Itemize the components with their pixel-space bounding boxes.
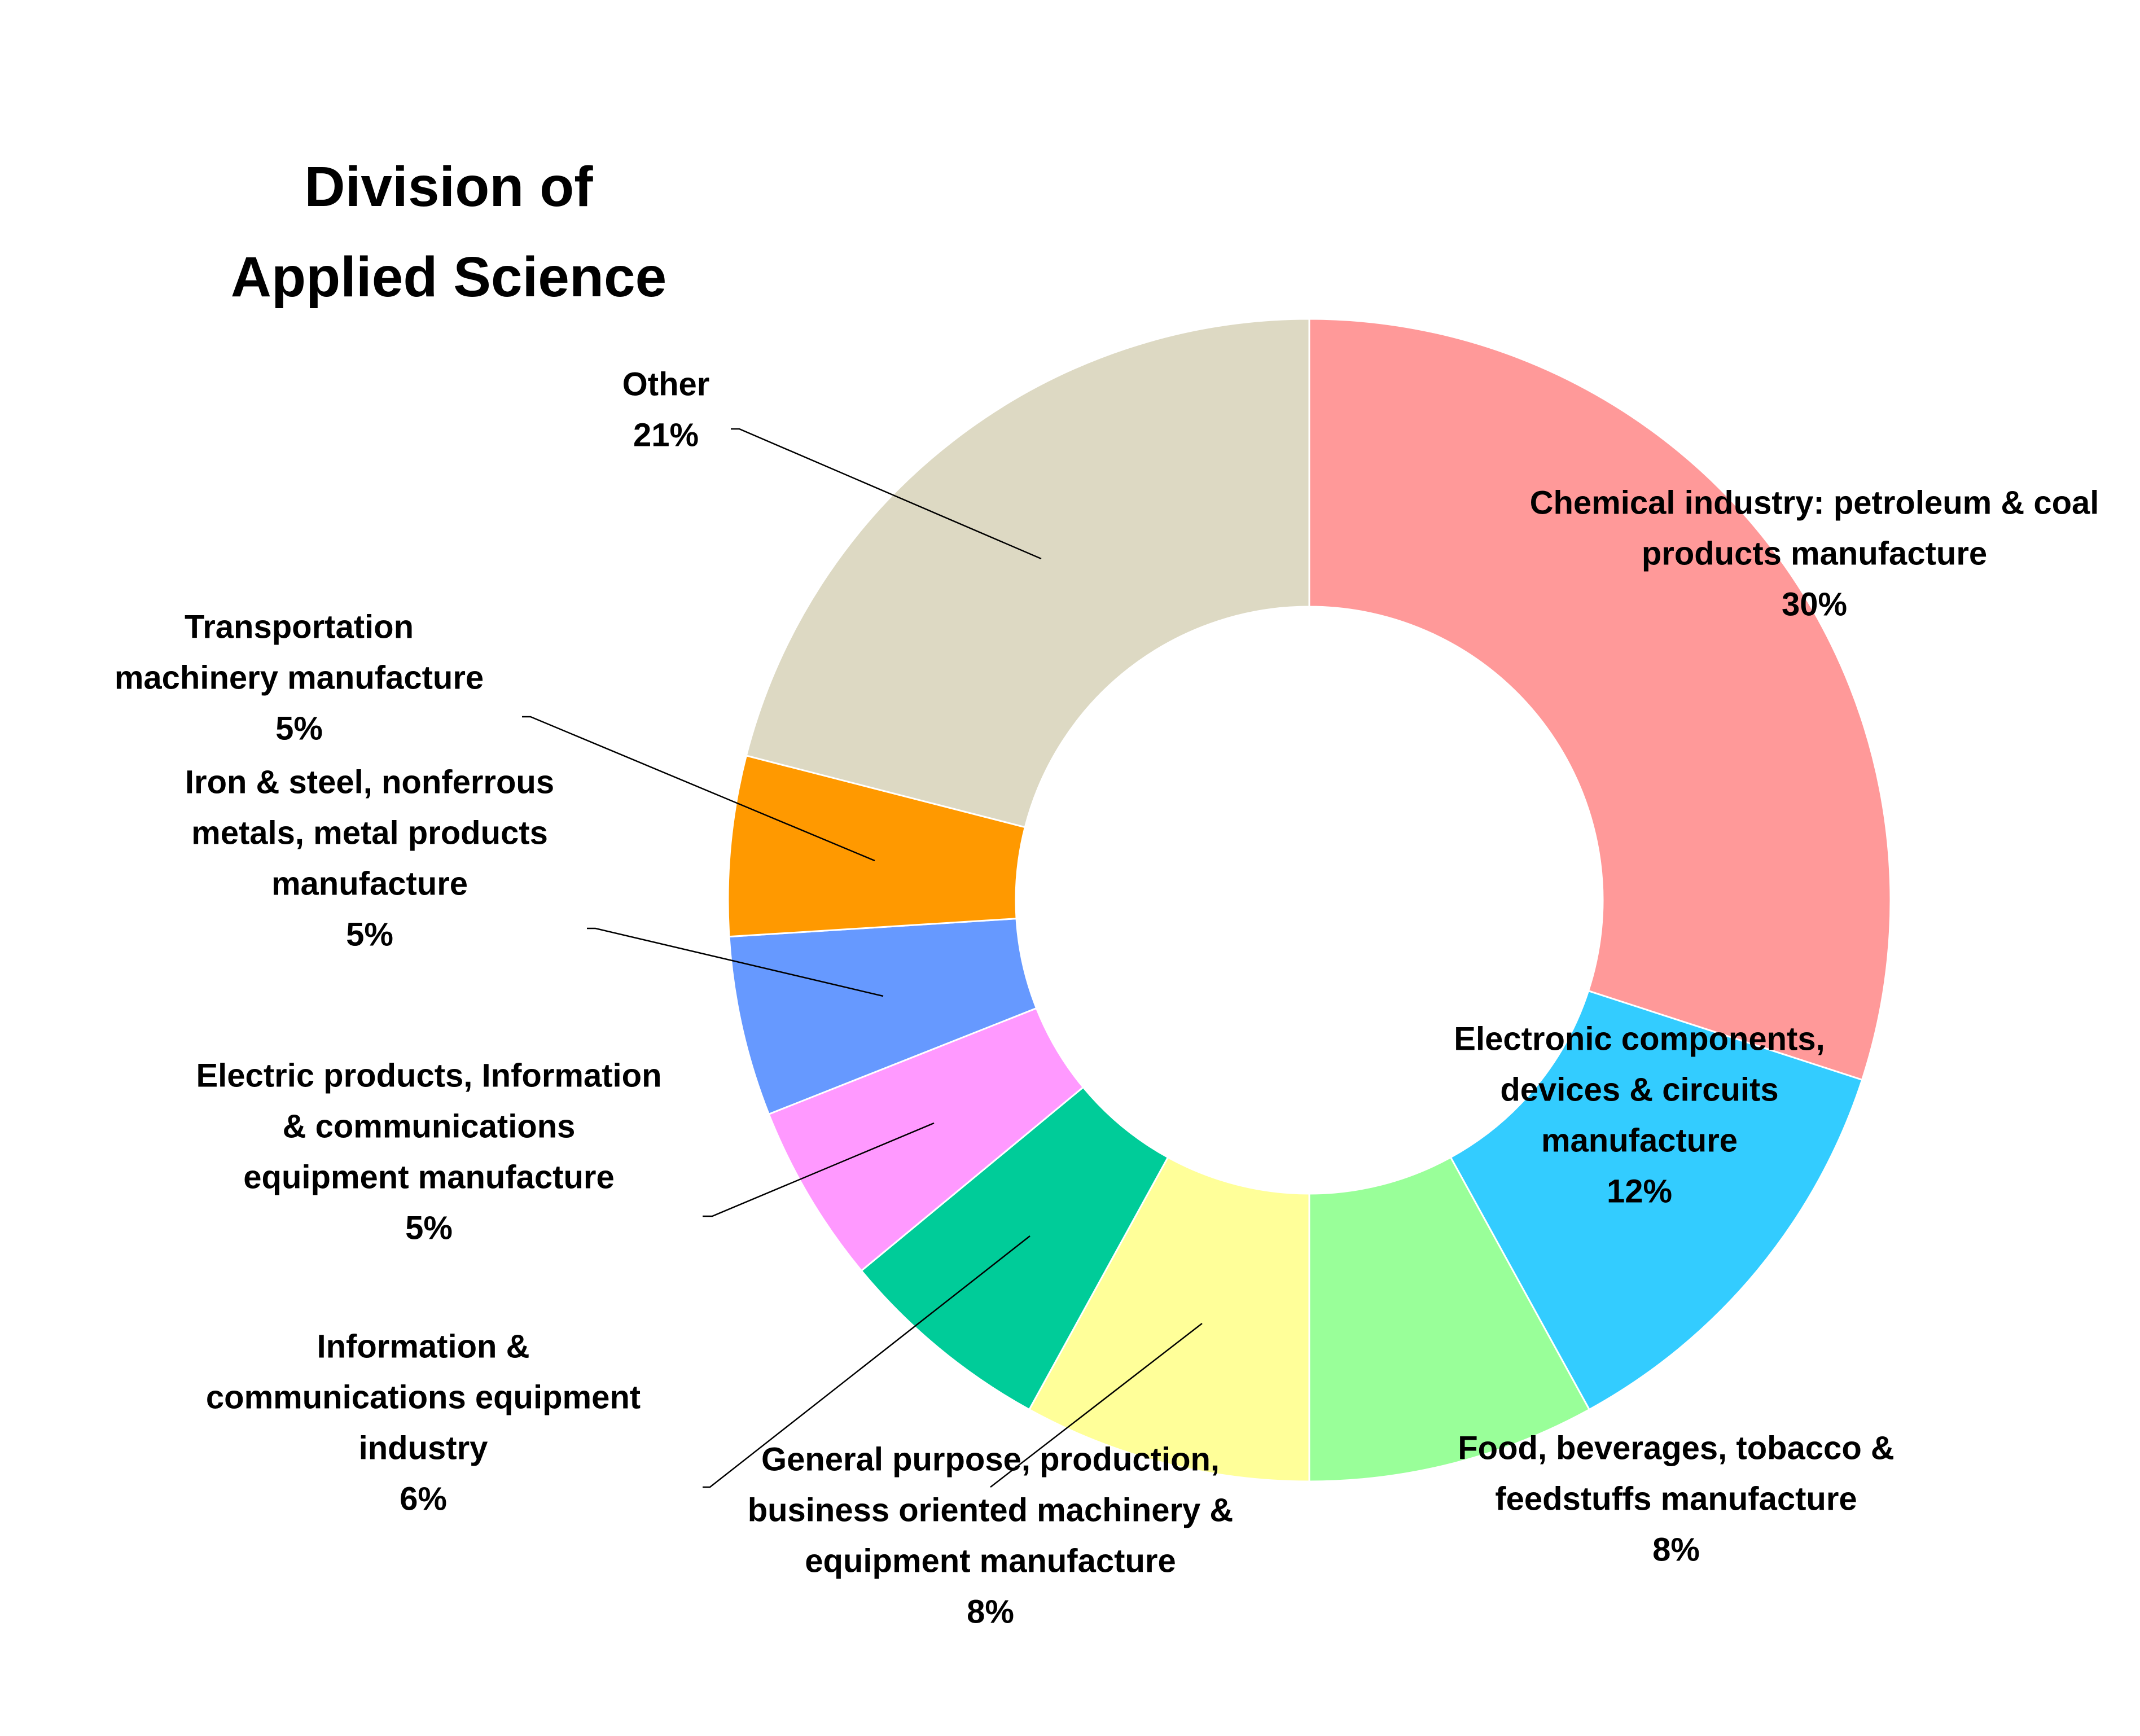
- slice-category-label: industry: [359, 1430, 488, 1466]
- chart-title: Division of Applied Science: [231, 155, 666, 309]
- donut-slice: [1449, 989, 1863, 1411]
- slice-category-label: General purpose, production,: [761, 1441, 1220, 1478]
- slice-value-label: 8%: [1652, 1531, 1700, 1568]
- slice-category-label: manufacture: [1541, 1122, 1738, 1159]
- slice-category-label: Iron & steel, nonferrous: [185, 764, 554, 800]
- slice-category-label: equipment manufacture: [243, 1159, 614, 1195]
- slice-category-label: & communications: [283, 1108, 576, 1145]
- slice-value-label: 8%: [967, 1593, 1014, 1630]
- slice-category-label: devices & circuits: [1500, 1071, 1778, 1108]
- leader-line: [522, 716, 875, 862]
- slice-category-label: metals, metal products: [191, 814, 548, 851]
- leader-line: [990, 1323, 1203, 1488]
- chart-leader-lines: [522, 428, 1203, 1488]
- donut-slice: [1028, 1156, 1310, 1483]
- chart-title-line: Applied Science: [231, 246, 666, 309]
- slice-category-label: machinery manufacture: [115, 659, 484, 696]
- slice-category-label: Food, beverages, tobacco &: [1458, 1430, 1895, 1466]
- slice-value-label: 5%: [346, 916, 393, 953]
- chart-title-line: Division of: [304, 155, 593, 218]
- leader-line: [703, 1122, 935, 1217]
- slice-value-label: 5%: [405, 1209, 453, 1246]
- donut-slice: [1308, 318, 1892, 1081]
- slice-value-label: 12%: [1607, 1173, 1672, 1209]
- leader-line: [703, 1235, 1030, 1488]
- slice-category-label: equipment manufacture: [805, 1542, 1176, 1579]
- leader-line: [587, 927, 884, 997]
- chart-labels: Chemical industry: petroleum & coal produ…: [115, 366, 2099, 1630]
- slice-category-label: Electric products, Information: [196, 1057, 662, 1094]
- donut-slice: [1308, 1156, 1591, 1483]
- slice-value-label: 6%: [400, 1480, 447, 1517]
- slice-category-label: Electronic components,: [1454, 1020, 1825, 1057]
- slice-value-label: 21%: [633, 417, 699, 453]
- slice-category-label: products manufacture: [1642, 535, 1987, 572]
- leader-line: [731, 428, 1042, 560]
- slice-category-label: feedstuffs manufacture: [1495, 1480, 1857, 1517]
- slice-category-label: Other: [622, 366, 710, 402]
- slice-category-label: Transportation: [185, 608, 414, 645]
- slice-category-label: manufacture: [271, 865, 468, 902]
- donut-slice: [745, 318, 1310, 828]
- slice-category-label: Information &: [317, 1328, 530, 1365]
- slice-value-label: 30%: [1782, 586, 1847, 622]
- slice-category-label: communications equipment: [206, 1379, 641, 1415]
- chart-slices: [727, 318, 1892, 1483]
- slice-category-label: business oriented machinery &: [748, 1492, 1234, 1528]
- slice-value-label: 5%: [275, 710, 323, 747]
- slice-category-label: Chemical industry: petroleum & coal: [1530, 484, 2099, 521]
